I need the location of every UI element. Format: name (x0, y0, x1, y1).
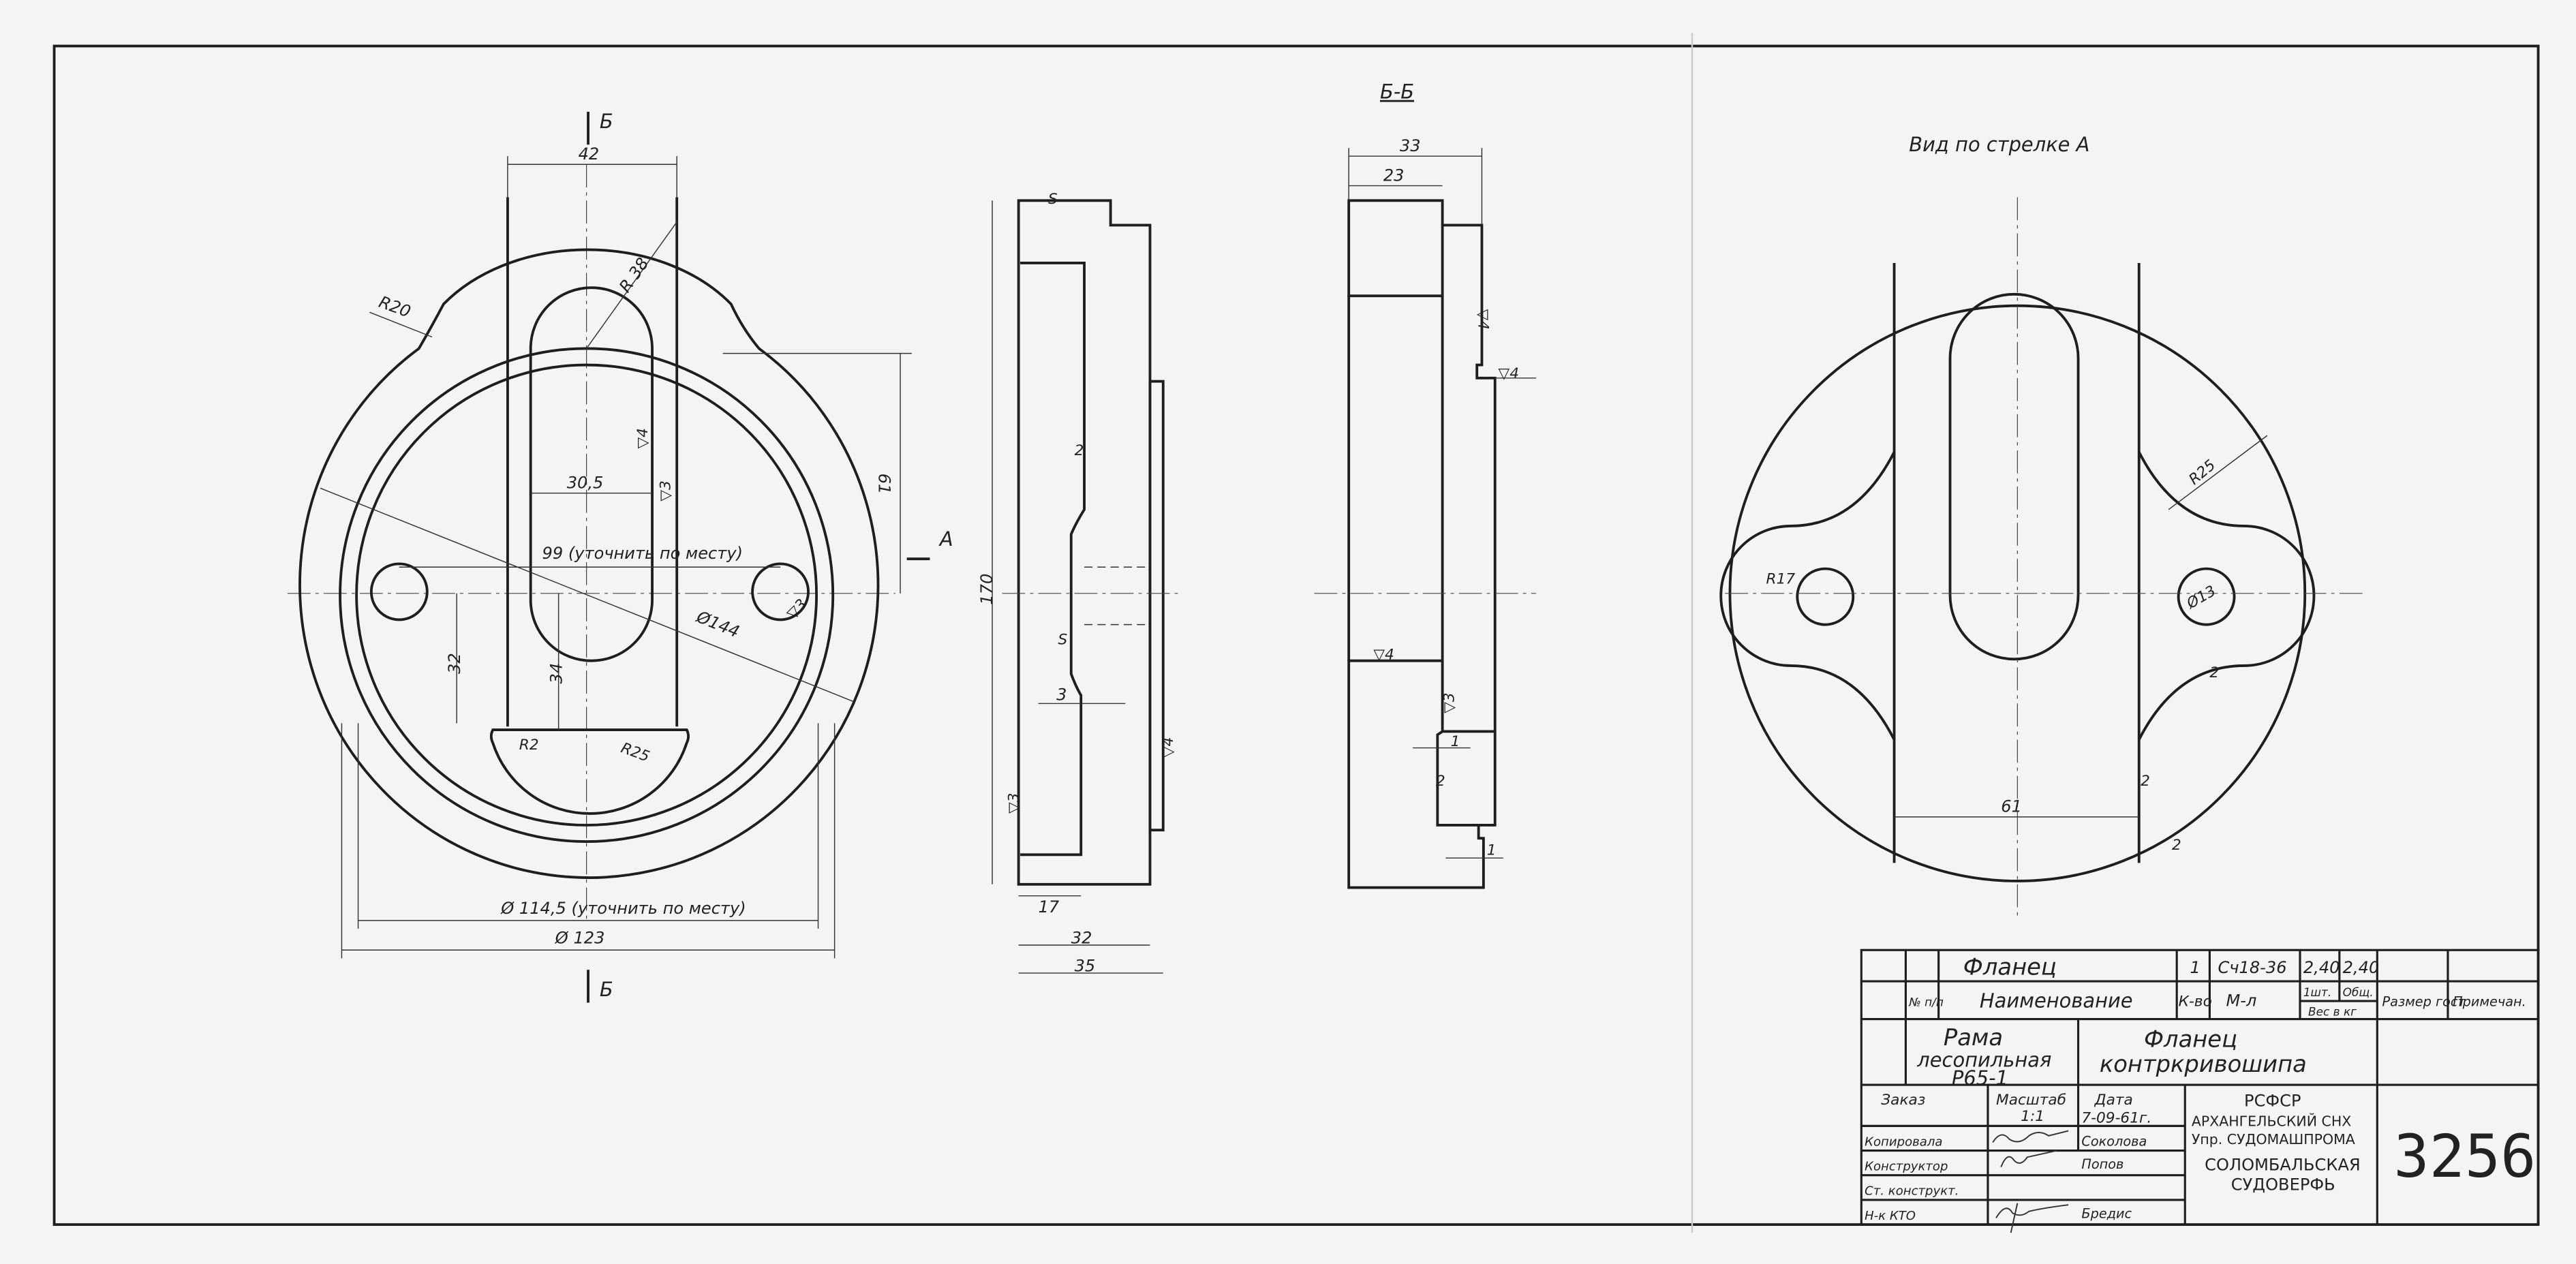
hdr-no: № п/п (1908, 995, 1944, 1008)
view-arrow-a: А (938, 527, 953, 551)
org-line-1: РСФСР (2244, 1091, 2301, 1110)
dim-99: 99 (уточнить по месту) (542, 544, 743, 563)
mark-2-c: 2 (2172, 837, 2181, 854)
view-a-title: Вид по стрелке А (1909, 133, 2089, 156)
org-line-2: АРХАНГЕЛЬСКИЙ СНХ (2192, 1112, 2351, 1129)
finish-3: ▽3 (1441, 692, 1458, 713)
dim-3: 3 (1056, 685, 1067, 705)
scale-value: 1:1 (2021, 1108, 2044, 1125)
dim-61: 61 (2001, 797, 2022, 816)
hdr-name: Наименование (1980, 989, 2133, 1013)
dim-1-upper: 1 (1451, 733, 1460, 750)
finish-4-step: ▽4 (1499, 365, 1519, 382)
date-value: 7-09-61г. (2081, 1110, 2151, 1127)
dim-42: 42 (579, 144, 600, 164)
section-mark-top: Б (600, 110, 613, 133)
dim-17: 17 (1039, 897, 1060, 916)
dim-1-lower: 1 (1487, 842, 1497, 859)
view-by-arrow-a: Вид по стрелке А 61 R25 R17 Ø13 2 2 2 (1719, 133, 2366, 921)
mark-2: 2 (1075, 442, 1084, 459)
part-qty: 1 (2190, 958, 2200, 977)
hdr-qty: К-во (2179, 993, 2212, 1010)
date-label: Дата (2094, 1092, 2133, 1109)
part-material: Сч18-36 (2218, 958, 2286, 977)
dim-34: 34 (547, 663, 566, 684)
dim-170: 170 (977, 574, 996, 605)
part-name: Фланец (1963, 953, 2057, 980)
hdr-total: Общ. (2343, 985, 2374, 999)
finish-4-side: ▽4 (1475, 309, 1492, 329)
hdr-unit: 1шт. (2303, 985, 2331, 999)
dim-123: Ø 123 (555, 929, 605, 948)
org-line-3: Упр. СУДОМАШПРОМА (2192, 1131, 2355, 1147)
finish-4: ▽4 (1160, 737, 1177, 758)
mark-2-b: 2 (2141, 773, 2150, 790)
dim-r2: R2 (519, 737, 539, 754)
weight-unit: 2,40 (2303, 958, 2340, 977)
signatures (1992, 1130, 2069, 1233)
title-block: Фланец 1 Сч18-36 2,40 2,40 № п/п Наимено… (1860, 949, 2540, 1233)
order-label: Заказ (1881, 1092, 1925, 1109)
side-view: 170 17 32 35 3 ▽3 ▽4 S S 2 (977, 191, 1183, 976)
role-senior-designer: Ст. конструкт. (1865, 1184, 1959, 1199)
assembly-name-3: Р65-1 (1952, 1066, 2008, 1090)
dim-30-5: 30,5 (567, 473, 604, 492)
dim-35: 35 (1075, 957, 1096, 976)
role-copied: Копировала (1865, 1135, 1942, 1149)
mark-s-top: S (1048, 191, 1058, 208)
drawing-title-1: Фланец (2144, 1026, 2237, 1053)
hdr-weight: Вес в кг (2308, 1005, 2357, 1019)
mark-s: S (1058, 632, 1068, 649)
section-b-b: Б-Б 33 23 ▽4 ▽4 ▽4 ▽3 1 1 2 (1314, 80, 1537, 889)
dim-33: 33 (1400, 136, 1421, 155)
assembly-name-1: Рама (1944, 1024, 2003, 1051)
dim-r17: R17 (1766, 570, 1796, 587)
org-line-4: СОЛОМБАЛЬСКАЯ (2205, 1155, 2361, 1174)
mark-2: 2 (1436, 773, 1445, 790)
dim-114-5: Ø 114,5 (уточнить по месту) (500, 899, 746, 918)
section-title: Б-Б (1380, 80, 1414, 104)
role-head-kto: Н-к КТО (1865, 1209, 1916, 1223)
role-designer: Конструктор (1865, 1159, 1948, 1173)
name-designer: Попов (2081, 1156, 2123, 1172)
dim-61: 61 (875, 474, 894, 495)
drawing-border (52, 44, 2540, 1227)
drawing-number: 3256 (2393, 1122, 2536, 1191)
finish-4-bore: ▽4 (1373, 646, 1394, 663)
drawing-title-2: контркривошипа (2100, 1051, 2307, 1077)
finish-3: ▽3 (658, 480, 675, 501)
weight-total: 2,40 (2343, 958, 2380, 977)
finish-3: ▽3 (1006, 793, 1023, 814)
org-line-5: СУДОВЕРФЬ (2231, 1175, 2335, 1194)
scale-label: Масштаб (1996, 1092, 2066, 1109)
name-head-kto: Бредис (2081, 1205, 2132, 1221)
dim-32: 32 (1071, 929, 1092, 948)
hdr-size: Размер гост (2382, 993, 2466, 1009)
dim-23: 23 (1383, 166, 1405, 185)
section-mark-bottom: Б (600, 978, 613, 1001)
assembly-name-2: лесопильная (1916, 1049, 2051, 1072)
hdr-note: Примечан. (2453, 993, 2526, 1009)
dim-32: 32 (445, 653, 464, 674)
name-copied: Соколова (2081, 1133, 2147, 1149)
finish-4: ▽4 (634, 428, 651, 448)
hdr-material: М-л (2226, 991, 2257, 1010)
mark-2-a: 2 (2209, 664, 2219, 681)
